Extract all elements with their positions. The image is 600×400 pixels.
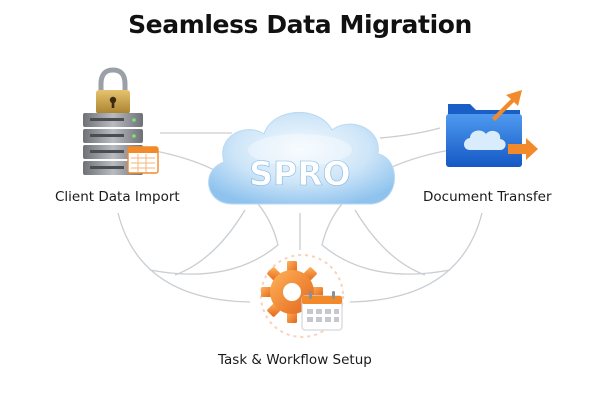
connector-client-arc: [149, 149, 279, 275]
diagram-title: Seamless Data Migration: [128, 10, 472, 39]
connector-document-arc: [321, 149, 451, 275]
transfer-arrow-icon: [508, 138, 538, 160]
hub-label: SPRO: [249, 154, 350, 193]
upload-arrow-icon: [492, 90, 522, 121]
node-label-document-transfer: Document Transfer: [423, 189, 552, 205]
spreadsheet-icon: [127, 146, 159, 174]
connector-hub-left-sweep: [174, 209, 246, 276]
node-label-task-workflow-setup: Task & Workflow Setup: [218, 352, 372, 368]
connectors: [117, 127, 483, 303]
calendar-icon: [301, 291, 343, 331]
node-label-client-data-import: Client Data Import: [55, 189, 180, 205]
hub-cloud-icon: [208, 111, 395, 205]
cloud-folder-icon: [446, 90, 538, 167]
connector-client-to-task-outer: [117, 212, 251, 303]
connector-hub-right-sweep: [354, 209, 426, 276]
connector-hub-to-document: [379, 127, 441, 139]
gear-calendar-icon: [260, 254, 344, 338]
connector-document-to-task-outer: [349, 212, 483, 303]
locked-server-icon: [83, 67, 159, 175]
